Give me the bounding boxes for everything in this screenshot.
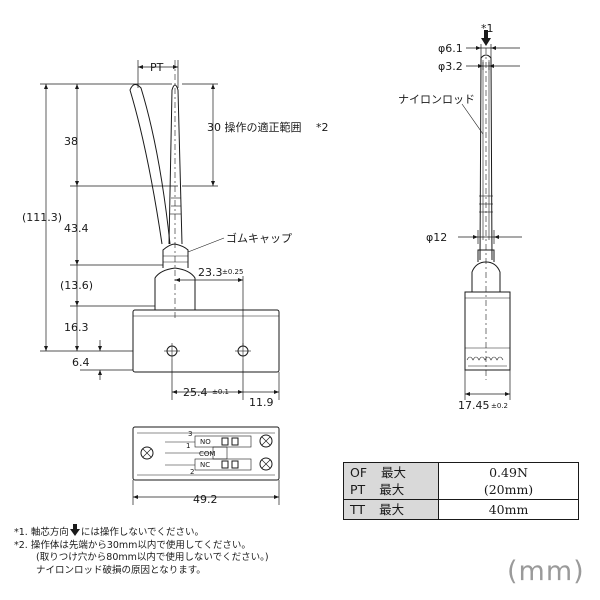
nylon-rod-vertical (168, 84, 183, 245)
operating-range-dimension: 30 操作の適正範囲 *2 (182, 83, 329, 187)
pt-max-label: 最大 (379, 482, 405, 497)
note-2-line-1: *2. 操作体は先端から30mm以内で使用してください。 (14, 539, 251, 551)
dim-38: 38 (64, 135, 78, 148)
dim-23-3-group: 23.3 ±0.25 (175, 266, 243, 346)
tt-max-label: 最大 (379, 502, 405, 517)
operating-range-note: *2 (316, 121, 329, 134)
bottom-dimensions: 25.4 ±0.1 11.9 (171, 359, 280, 409)
dim-11-9: 11.9 (249, 396, 274, 409)
dim-23-3: 23.3 (198, 266, 223, 279)
mounting-hole-left (164, 343, 180, 359)
phi-3-2: φ3.2 (438, 60, 463, 73)
phi-6-1: φ6.1 (438, 42, 463, 55)
down-arrow-icon (69, 524, 80, 536)
spec-key-of-pt: OF 最大 PT 最大 (343, 462, 439, 500)
screw-right-bottom-icon (259, 457, 273, 471)
pt-value: (20mm) (483, 482, 534, 497)
screw-left-icon (140, 446, 154, 460)
pt-label: PT (150, 61, 164, 74)
terminal-1: 1 (186, 442, 190, 450)
of-max-label: 最大 (381, 465, 407, 480)
spec-key-tt: TT 最大 (343, 499, 439, 520)
dim-111-3: (111.3) (22, 211, 62, 224)
note-2-line-3: ナイロンロッド破損の原因となります。 (36, 564, 206, 576)
note-2-line-2: (取りつけ穴から80mm以内で使用しないでください。) (36, 552, 269, 563)
dim-16-3: 16.3 (64, 321, 89, 334)
dim-13-6: (13.6) (60, 279, 93, 292)
pt-label-table: PT (350, 482, 366, 497)
switch-body-side (464, 291, 511, 371)
dim-6-4: 6.4 (72, 356, 90, 369)
switch-body-bottom (132, 426, 280, 481)
spec-table: OF 最大 PT 最大 0.49N (20mm) TT 最大 40mm (343, 462, 579, 520)
dim-23-3-tolerance: ±0.25 (222, 268, 243, 276)
dim-49-2: 49.2 (193, 493, 218, 506)
note-1: *1. 軸芯方向には操作しないでください。 (14, 524, 205, 538)
axial-direction-arrow (481, 38, 491, 46)
spec-value-of-pt: 0.49N (20mm) (438, 462, 579, 500)
terminal-3: 3 (188, 430, 192, 438)
dim-25-4: 25.4 (183, 386, 208, 399)
left-dimensions: 38 43.4 (13.6) 16.3 (111.3) 6.4 (22, 83, 178, 380)
terminal-com: COM (199, 450, 215, 458)
of-value: 0.49N (489, 465, 528, 480)
dim-25-4-tolerance: ±0.1 (212, 388, 229, 396)
terminal-nc: NC (200, 461, 210, 469)
footnotes: *1. 軸芯方向には操作しないでください。 *2. 操作体は先端から30mm以内… (14, 524, 269, 577)
spec-row-of-pt: OF 最大 PT 最大 0.49N (20mm) (343, 462, 579, 500)
tt-label: TT (350, 502, 366, 517)
plunger-housing (154, 267, 196, 310)
phi-12: φ12 (426, 231, 447, 244)
dim-17-45-tolerance: ±0.2 (491, 402, 508, 410)
screw-right-top-icon (259, 434, 273, 448)
front-view: PT 38 43.4 (13.6) 16.3 (22, 60, 329, 409)
terminal-no: NO (200, 438, 211, 446)
terminal-2: 2 (190, 468, 194, 476)
unit-label: (mm) (507, 556, 585, 587)
operating-range-label: 30 操作の適正範囲 (207, 120, 302, 134)
nylon-rod-label: ナイロンロッド (398, 93, 475, 106)
rubber-cap-label: ゴムキャップ (226, 231, 292, 245)
side-view: *1 φ6.1 φ3.2 ナイロンロッド (398, 22, 522, 412)
pt-dimension: PT (137, 60, 179, 88)
nylon-rod-deflected (129, 84, 171, 245)
dim-17-45: 17.45 (458, 399, 490, 412)
tt-value: 40mm (438, 499, 579, 520)
switch-body (132, 309, 280, 373)
of-label: OF (350, 465, 368, 480)
dim-43-4: 43.4 (64, 222, 89, 235)
bottom-view: 3 1 2 NO COM NC 49.2 (132, 426, 280, 506)
spec-row-tt: TT 最大 40mm (343, 499, 579, 520)
